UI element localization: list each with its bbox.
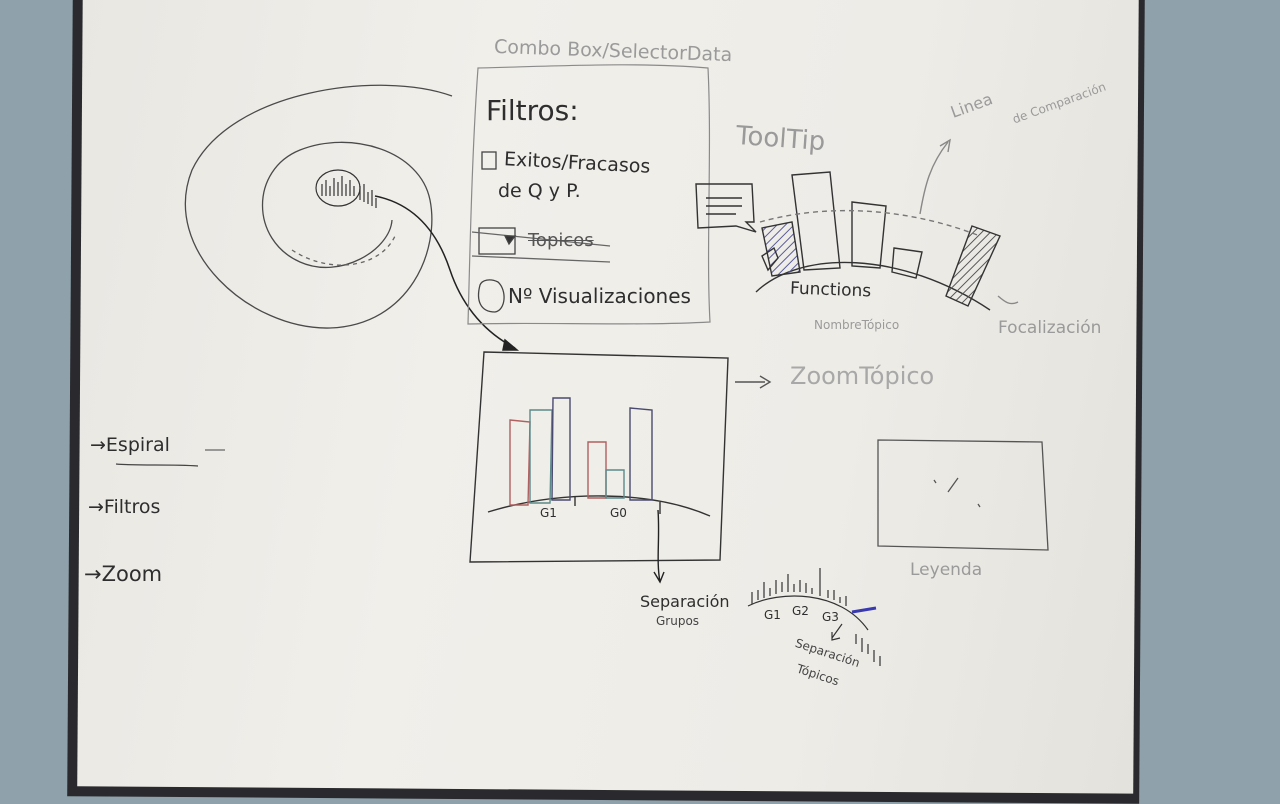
group-separation-line2: Grupos xyxy=(656,614,700,628)
spiral-sketch xyxy=(184,84,453,329)
functions-label: Functions xyxy=(789,278,872,302)
left-list-item-spiral: →Espiral xyxy=(90,434,170,456)
legend-box-sketch xyxy=(877,439,1049,551)
filters-title: Filtros: xyxy=(486,94,579,127)
focus-label: Focalización xyxy=(998,318,1102,338)
filter-option-2: Topicos xyxy=(528,230,594,251)
group-separation-line1: Separación xyxy=(640,592,730,611)
group-label-g0: G0 xyxy=(610,506,627,520)
zoom-box-sketch xyxy=(469,351,772,584)
spiral-mini-bars xyxy=(315,169,377,208)
tooltip-label: ToolTip xyxy=(735,120,827,158)
left-list-item-zoom: →Zoom xyxy=(84,562,163,586)
filter-option-1-line2: de Q y P. xyxy=(498,180,581,202)
arc-group-label-g2: G2 xyxy=(792,604,809,618)
filter-option-3: Nº Visualizaciones xyxy=(508,284,691,308)
left-list-item-filters: →Filtros xyxy=(88,496,161,518)
filter-checkboxes xyxy=(471,151,611,313)
topic-separation-sketch xyxy=(747,568,881,666)
arc-group-label-g1: G1 xyxy=(764,608,781,622)
topic-name-label: NombreTópico xyxy=(814,318,900,332)
group-label-g1: G1 xyxy=(540,506,557,520)
whiteboard-sketches xyxy=(115,64,1049,666)
combo-box-outline xyxy=(467,64,711,325)
radial-bar-sketch xyxy=(755,138,1019,311)
arc-group-label-g3: G3 xyxy=(822,610,839,624)
tooltip-box-sketch xyxy=(695,183,757,233)
zoom-topic-label: ZoomTópico xyxy=(790,362,935,390)
espiral-underline xyxy=(115,463,199,467)
legend-label: Leyenda xyxy=(910,560,983,580)
spiral-to-zoom-arrow xyxy=(374,195,520,351)
